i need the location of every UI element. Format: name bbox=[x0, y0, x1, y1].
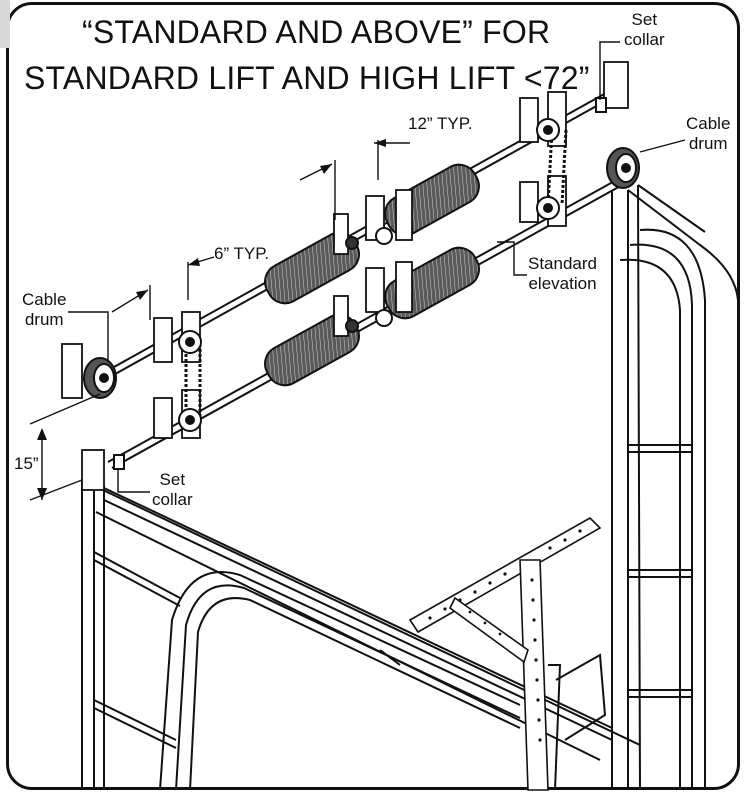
fifteen-inch-label: 15” bbox=[14, 454, 39, 473]
leader-lines bbox=[29, 41, 686, 501]
set-collars bbox=[113, 97, 607, 470]
standard-elevation-line2: elevation bbox=[528, 274, 597, 293]
set-collar-bottom-line1: Set bbox=[159, 470, 186, 489]
cable-drum-left-line2: drum bbox=[24, 310, 64, 329]
set-collar-top-line1: Set bbox=[631, 10, 658, 29]
punched-angle-brace bbox=[408, 517, 602, 791]
cable-drum-right-shape bbox=[606, 147, 640, 189]
cable-drum-left-shape bbox=[83, 357, 117, 399]
cable-drum-right-label: Cable drum bbox=[686, 114, 730, 154]
standard-elevation-line1: Standard bbox=[528, 254, 597, 273]
standard-elevation-label: Standard elevation bbox=[528, 254, 597, 294]
cable-drum-left-label: Cable drum bbox=[22, 290, 66, 330]
twelve-typ-label: 12” TYP. bbox=[408, 114, 473, 133]
cable-drum-left-line1: Cable bbox=[22, 290, 67, 309]
set-collar-top-line2: collar bbox=[624, 30, 665, 49]
set-collar-top-label: Set collar bbox=[624, 10, 665, 50]
cable-drum-right-line1: Cable bbox=[686, 114, 731, 133]
dimension-arrowheads bbox=[37, 139, 386, 500]
set-collar-bottom-line2: collar bbox=[152, 490, 193, 509]
diagram-title-line1: “STANDARD AND ABOVE” FOR bbox=[82, 14, 551, 50]
cable-drum-right-line2: drum bbox=[688, 134, 728, 153]
page-edge-tab bbox=[0, 0, 10, 48]
drive-chains bbox=[184, 129, 568, 420]
six-typ-label: 6” TYP. bbox=[214, 244, 270, 263]
sprockets bbox=[178, 118, 560, 432]
diagram-title-line2: STANDARD LIFT AND HIGH LIFT <72” bbox=[24, 60, 590, 96]
set-collar-bottom-label: Set collar bbox=[152, 470, 193, 510]
